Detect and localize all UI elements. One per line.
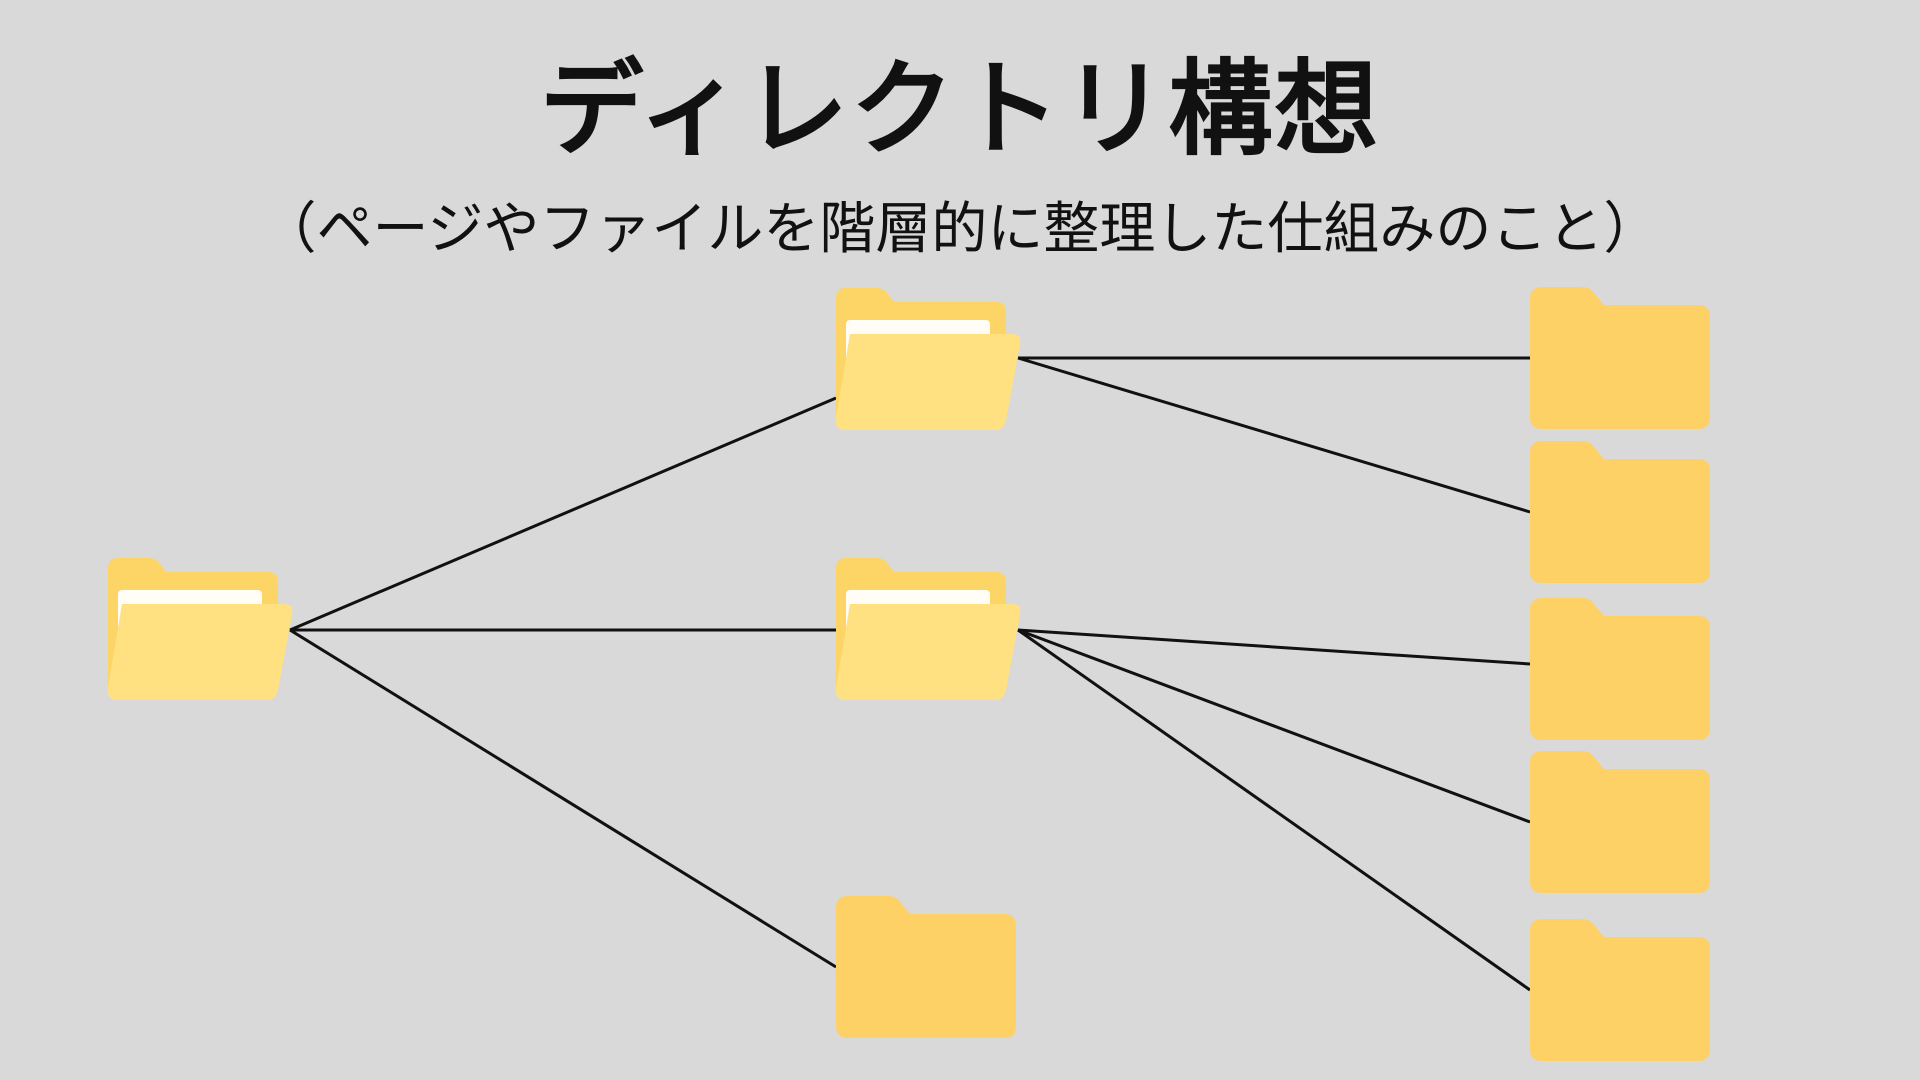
page-subtitle: （ページやファイルを階層的に整理した仕組みのこと）: [260, 197, 1660, 262]
folder-a2-closed-folder-icon: [1530, 441, 1710, 583]
folder-b3-closed-folder-icon: [1530, 919, 1710, 1061]
page-title: ディレクトリ構想: [539, 48, 1381, 170]
folder-a-open-folder-icon: [835, 288, 1021, 430]
connector-lines: [289, 356, 1531, 992]
edge-b-b3: [1017, 628, 1531, 992]
edge-b-b2: [1017, 628, 1531, 824]
folder-c-closed-folder-icon: [836, 896, 1016, 1038]
edge-b-b1: [1017, 628, 1531, 666]
edge-a-a2: [1017, 356, 1531, 514]
folder-b2-closed-folder-icon: [1530, 751, 1710, 893]
root-open-folder-icon: [107, 558, 293, 700]
folder-b1-closed-folder-icon: [1530, 598, 1710, 740]
edge-root-a: [289, 396, 837, 632]
folder-a1-closed-folder-icon: [1530, 287, 1710, 429]
edge-root-c: [289, 628, 837, 969]
folder-b-open-folder-icon: [835, 558, 1021, 700]
